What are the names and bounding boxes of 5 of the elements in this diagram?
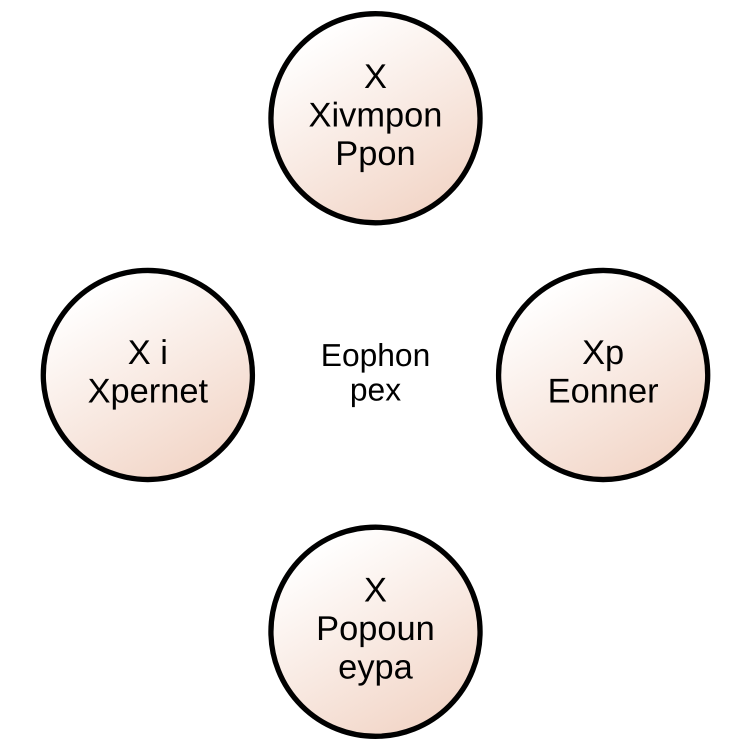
node-circle: Xp Eonner <box>495 268 710 482</box>
node-circle: X i Xpernet <box>40 268 255 482</box>
node-circle: X Xivmpon Ppon <box>268 11 482 226</box>
node-circle: X Popoun eypa <box>268 524 482 739</box>
label: Eophon pex <box>320 337 430 408</box>
